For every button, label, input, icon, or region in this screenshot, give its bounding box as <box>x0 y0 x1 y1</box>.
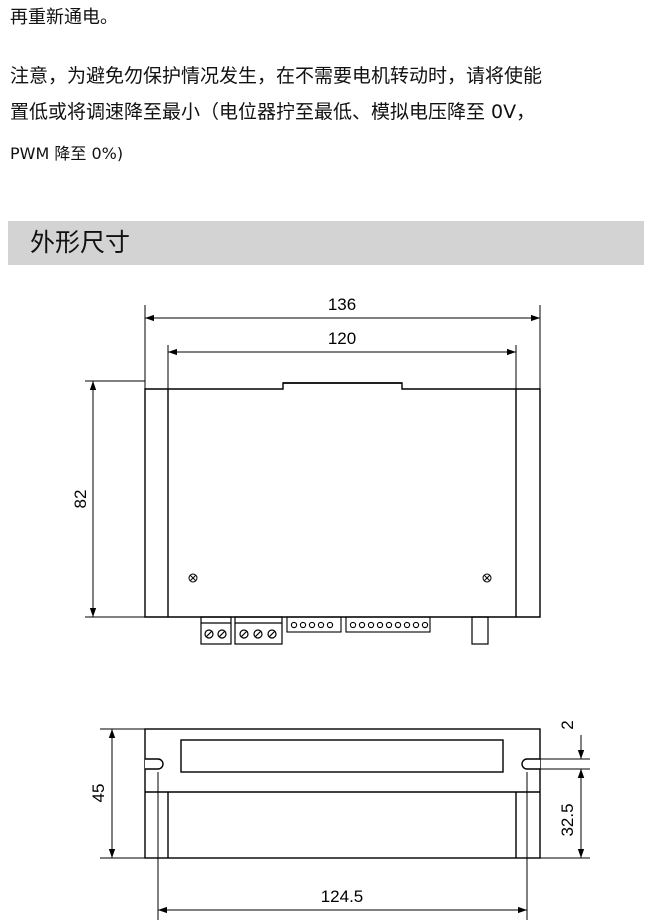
dim-label-124-5: 124.5 <box>321 887 364 906</box>
left-mounting-slot <box>145 758 164 770</box>
text-line-2: 注意，为避免勿保护情况发生，在不需要电机转动时，请将使能 <box>10 65 543 87</box>
dim-label-136: 136 <box>328 295 356 314</box>
screw-icon <box>188 573 198 583</box>
terminal-block-3pin <box>234 616 283 645</box>
screw-icon <box>482 573 492 583</box>
top-view <box>144 382 541 645</box>
terminal-block-9pin <box>345 616 431 633</box>
side-view-dimensions <box>100 728 590 920</box>
dim-label-45: 45 <box>89 784 108 803</box>
top-view-dimensions <box>85 305 541 618</box>
heatsink-window <box>180 739 504 773</box>
top-view-body-outline <box>144 382 541 618</box>
right-mounting-slot <box>521 758 540 770</box>
dim-label-2: 2 <box>558 720 577 729</box>
section-header: 外形尺寸 <box>8 221 644 265</box>
side-view-body <box>144 728 541 859</box>
section-title: 外形尺寸 <box>30 228 131 257</box>
terminal-block-5pin <box>286 616 342 633</box>
dim-label-32-5: 32.5 <box>558 803 577 836</box>
potentiometer-knob <box>471 616 489 645</box>
text-line-1: 再重新通电。 <box>10 7 118 28</box>
text-line-4: PWM 降至 0%) <box>10 144 124 163</box>
text-line-3: 置低或将调速降至最小（电位器拧至最低、模拟电压降至 0V， <box>10 101 536 123</box>
dim-label-82: 82 <box>71 490 90 509</box>
dim-label-120: 120 <box>328 329 356 348</box>
terminal-block-2pin <box>200 616 232 645</box>
side-view <box>144 728 541 859</box>
